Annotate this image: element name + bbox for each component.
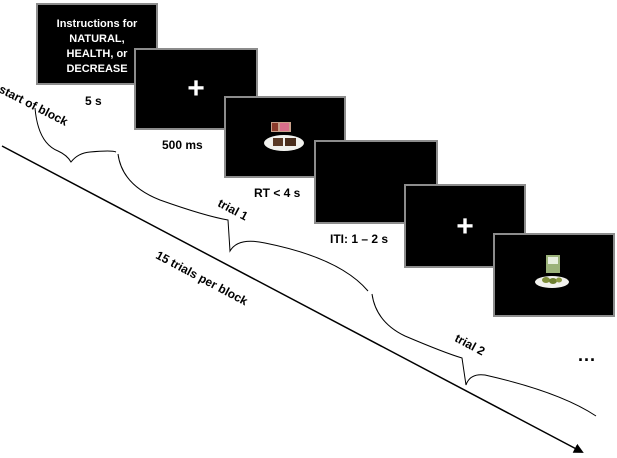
brace-start-of-block bbox=[34, 107, 117, 163]
instruction-line-4: DECREASE bbox=[66, 63, 128, 75]
brace-trial-1 bbox=[117, 153, 369, 292]
fixation-duration: 500 ms bbox=[162, 138, 203, 152]
instruction-line-1: Instructions for bbox=[56, 18, 138, 30]
instruction-text: Instructions for NATURAL, HEALTH, or DEC… bbox=[38, 17, 156, 77]
instruction-line-3: HEALTH, or bbox=[66, 48, 128, 60]
timeline-arrow bbox=[1, 145, 584, 453]
brace-trial-2 bbox=[371, 293, 597, 417]
iti-duration: ITI: 1 – 2 s bbox=[330, 232, 389, 246]
response-duration: RT < 4 s bbox=[254, 186, 301, 200]
green-food-image bbox=[535, 255, 569, 288]
chocolate-food-image bbox=[264, 122, 304, 151]
food-screen-2 bbox=[493, 233, 615, 317]
fixation-cross-2: + bbox=[456, 210, 474, 243]
instruction-duration: 5 s bbox=[85, 94, 102, 108]
instruction-line-2: NATURAL, bbox=[69, 33, 125, 45]
ellipsis: ... bbox=[578, 345, 597, 365]
instruction-screen: Instructions for NATURAL, HEALTH, or DEC… bbox=[36, 3, 158, 85]
fixation-cross-1: + bbox=[187, 72, 205, 105]
